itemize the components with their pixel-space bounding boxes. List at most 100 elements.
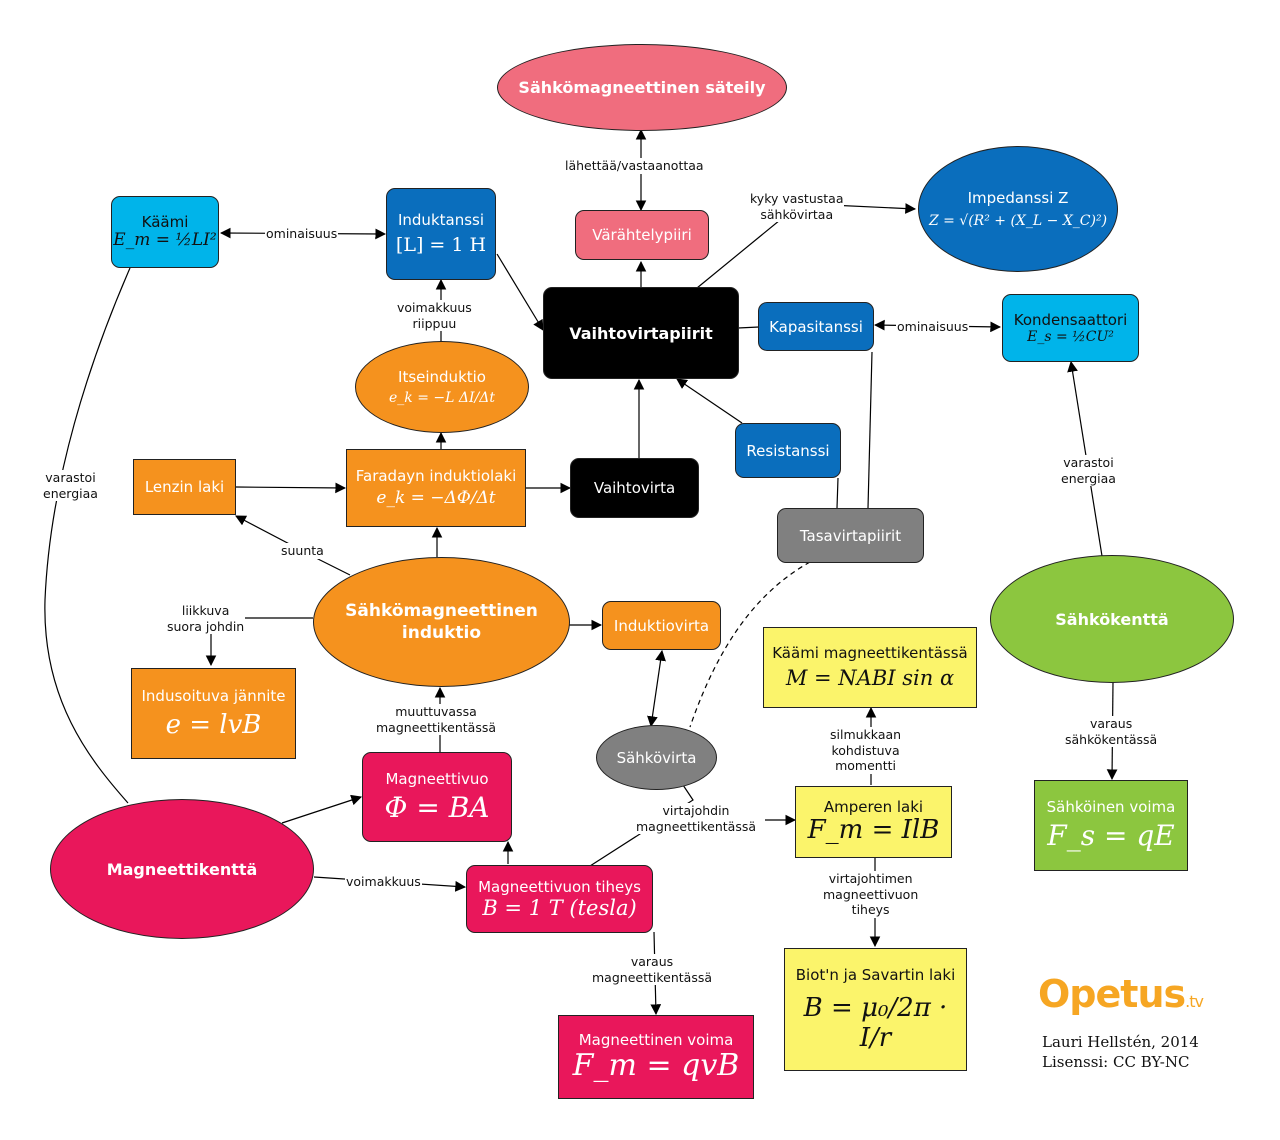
node-title: Tasavirtapiirit <box>799 526 902 545</box>
node-kapasitanssi[interactable]: Kapasitanssi <box>758 302 874 351</box>
node-sahkovirta[interactable]: Sähkövirta <box>596 725 717 790</box>
node-vaihtovirta[interactable]: Vaihtovirta <box>570 458 699 518</box>
node-sahkomagneettinen-induktio[interactable]: Sähkömagneettinen induktio <box>313 557 570 687</box>
node-induktanssi[interactable]: Induktanssi [L] = 1 H <box>386 188 496 280</box>
node-magneettivuon-tiheys[interactable]: Magneettivuon tiheys B = 1 T (tesla) <box>466 865 653 933</box>
node-formula: Φ = BA <box>384 790 490 824</box>
edge-induktanssi-vaihtovirtapiirit <box>496 253 544 331</box>
node-formula: B = 1 T (tesla) <box>482 895 637 920</box>
credit-author: Lauri Hellstén, 2014 <box>1042 1033 1199 1051</box>
node-title: Käämi magneettikentässä <box>772 644 968 663</box>
node-title: Kondensaattori <box>1013 310 1128 329</box>
node-title: Lenzin laki <box>144 478 225 496</box>
edge-label-liikkuva: liikkuva suora johdin <box>166 603 246 635</box>
edge-tasavirta-kapasitanssi <box>867 351 873 509</box>
node-formula: e_k = −ΔΦ/Δt <box>376 488 496 509</box>
node-magneettinen-voima[interactable]: Magneettinen voima F_m = qvB <box>558 1015 754 1099</box>
node-formula: e = lvB <box>165 709 262 740</box>
node-sahkomagneettinen-sateily[interactable]: Sähkömagneettinen säteily <box>497 44 787 131</box>
node-title: Värähtelypiiri <box>592 226 692 244</box>
node-formula: E_m = ½LI² <box>113 230 217 251</box>
node-title: Induktanssi <box>397 211 485 230</box>
node-formula: F_s = qE <box>1047 819 1175 853</box>
node-formula: F_m = qvB <box>572 1047 740 1083</box>
edge-label-ominaisuus-l: ominaisuus <box>265 226 339 242</box>
node-kaami[interactable]: Käämi E_m = ½LI² <box>111 196 219 268</box>
node-impedanssi[interactable]: Impedanssi Z Z = √(R² + (X_L − X_C)²) <box>918 146 1118 272</box>
edge-label-kyky: kyky vastustaa sähkövirtaa <box>749 191 845 223</box>
edge-label-silmukkaan: silmukkaan kohdistuva momentti <box>829 727 903 774</box>
edge-label-suunta: suunta <box>280 543 325 559</box>
edge-resistanssi-vaihtovirtapiirit <box>676 378 743 424</box>
node-itseinduktio[interactable]: Itseinduktio e_k = −L ΔI/Δt <box>355 341 529 433</box>
logo-main: Opetus <box>1038 972 1186 1016</box>
node-kaami-magneettikentassa[interactable]: Käämi magneettikentässä M = NABI sin α <box>763 627 977 708</box>
node-formula: F_m = IlB <box>807 815 940 846</box>
node-title: Indusoituva jännite <box>141 686 286 705</box>
edge-induktiovirta-sahkovirta <box>647 649 666 728</box>
node-tasavirtapiirit[interactable]: Tasavirtapiirit <box>777 508 924 563</box>
node-title: Sähkökenttä <box>1055 609 1169 629</box>
node-formula: Z = √(R² + (X_L − X_C)²) <box>928 212 1108 229</box>
node-title: Sähköinen voima <box>1046 798 1176 817</box>
edge-label-virtajohtimen: virtajohtimen magneettivuon tiheys <box>822 871 920 918</box>
node-kondensaattori[interactable]: Kondensaattori E_s = ½CU² <box>1002 294 1139 362</box>
node-induktiovirta[interactable]: Induktiovirta <box>602 601 721 650</box>
edge-label-varaus-m: varaus magneettikentässä <box>591 954 714 986</box>
node-magneettivuo[interactable]: Magneettivuo Φ = BA <box>362 752 512 842</box>
node-amperen-laki[interactable]: Amperen laki F_m = IlB <box>795 786 952 858</box>
node-title: Käämi <box>141 213 189 232</box>
node-title: Magneettikenttä <box>106 859 258 879</box>
edge-induktio-lenz <box>235 515 351 576</box>
node-magneettikentta[interactable]: Magneettikenttä <box>50 799 314 939</box>
node-formula: B = μ₀/2π · I/r <box>803 992 948 1053</box>
edge-sahkovirta-ampere <box>589 784 694 867</box>
node-faradayn-induktiolaki[interactable]: Faradayn induktiolaki e_k = −ΔΦ/Δt <box>346 449 526 527</box>
node-lenzin-laki[interactable]: Lenzin laki <box>133 459 236 515</box>
edge-label-virtajohdin: virtajohdin magneettikentässä <box>635 803 758 835</box>
node-title: Itseinduktio <box>398 367 486 386</box>
logo-suffix: .tv <box>1185 992 1204 1011</box>
edge-label-ominaisuus-c: ominaisuus <box>896 319 970 335</box>
node-title: Sähkövirta <box>616 748 697 767</box>
node-vaihtovirtapiirit[interactable]: Vaihtovirtapiirit <box>543 287 739 379</box>
node-title: Faradayn induktiolaki <box>355 467 517 486</box>
node-title: Magneettivuo <box>385 769 489 788</box>
node-title: Impedanssi Z <box>967 188 1069 207</box>
edge-label-voimakkuus-riippuu: voimakkuus riippuu <box>396 300 473 332</box>
opetus-tv-logo: Opetus.tv <box>1038 972 1204 1016</box>
node-formula: E_s = ½CU² <box>1027 328 1114 345</box>
edge-kaami-magneettikentta <box>44 267 131 804</box>
node-title: Sähkömagneettinen säteily <box>518 78 766 97</box>
node-title: Resistanssi <box>746 441 830 460</box>
node-title: Kapasitanssi <box>769 317 863 336</box>
edge-label-varastoi-c: varastoi energiaa <box>1060 455 1117 487</box>
edge-tasavirta-sahkovirta <box>689 561 811 728</box>
credit-block: Lauri Hellstén, 2014 Lisenssi: CC BY-NC <box>1042 1032 1199 1073</box>
node-title: Magneettinen voima <box>578 1030 734 1049</box>
node-title: Amperen laki <box>823 798 924 817</box>
edge-magneettikentta-magneettivuo <box>281 794 363 824</box>
node-sahkokentta[interactable]: Sähkökenttä <box>990 555 1234 683</box>
node-title: Induktiovirta <box>613 616 710 635</box>
edge-tasavirta-resistanssi <box>836 477 839 509</box>
credit-license: Lisenssi: CC BY-NC <box>1042 1053 1190 1072</box>
node-title: Biot'n ja Savartin laki <box>795 965 956 984</box>
node-varahtelypiiri[interactable]: Värähtelypiiri <box>575 210 709 260</box>
node-formula: M = NABI sin α <box>785 666 955 691</box>
edge-label-voimakkuus: voimakkuus <box>345 874 422 890</box>
edge-label-lahettaa: lähettää/vastaanottaa <box>564 158 705 174</box>
node-indusoituva-jannite[interactable]: Indusoituva jännite e = lvB <box>131 668 296 759</box>
edge-lenz-faraday <box>235 482 347 494</box>
node-formula: [L] = 1 H <box>395 234 487 257</box>
node-formula: e_k = −L ΔI/Δt <box>389 389 495 406</box>
node-title: Sähkömagneettinen induktio <box>345 600 538 643</box>
node-title: Vaihtovirtapiirit <box>569 323 713 343</box>
edge-label-varaus-e: varaus sähkökentässä <box>1064 716 1159 748</box>
node-sahkoinen-voima[interactable]: Sähköinen voima F_s = qE <box>1034 780 1188 871</box>
node-resistanssi[interactable]: Resistanssi <box>735 423 841 478</box>
node-title: Magneettivuon tiheys <box>478 877 641 896</box>
node-biot-savartin-laki[interactable]: Biot'n ja Savartin laki B = μ₀/2π · I/r <box>784 948 967 1071</box>
edge-label-varastoi-l: varastoi energiaa <box>42 470 99 502</box>
